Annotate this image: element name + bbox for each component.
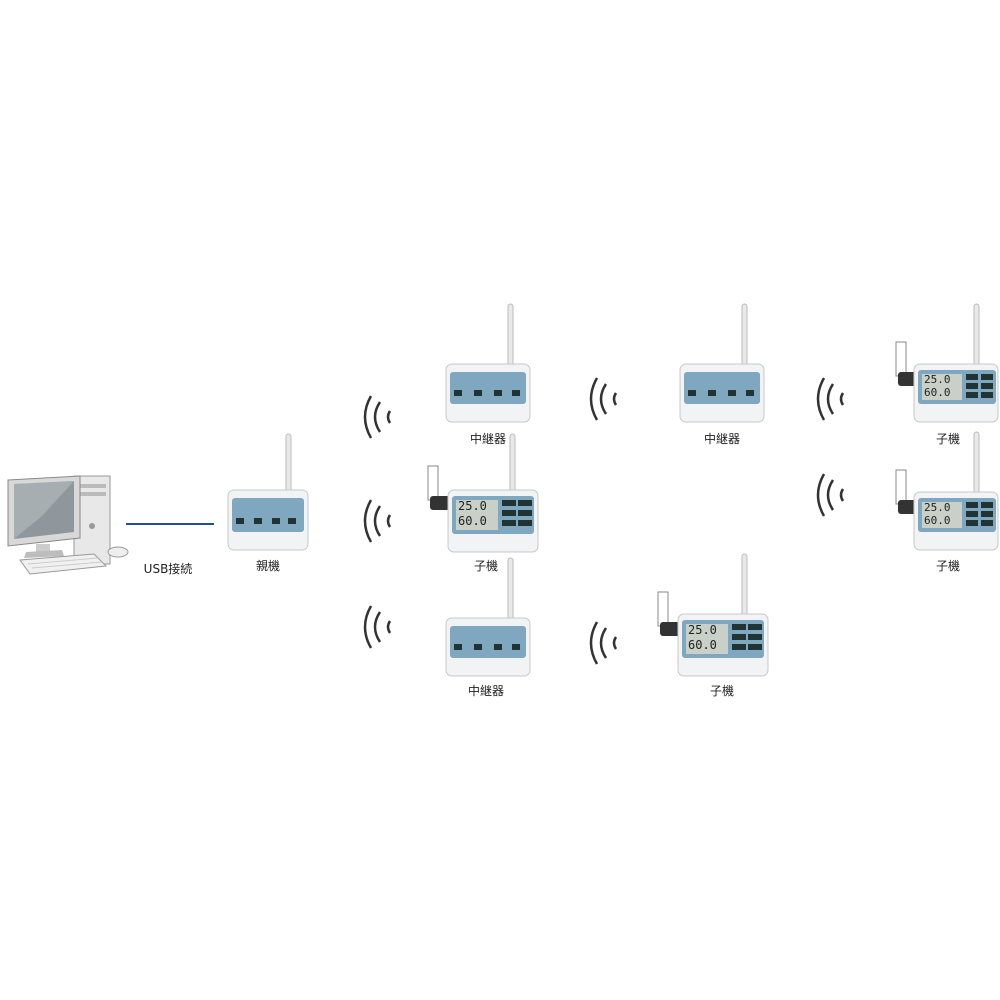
repeater-unit bbox=[442, 302, 534, 426]
repeater-unit bbox=[676, 302, 768, 426]
lcd-temperature: 25.0 bbox=[924, 373, 951, 386]
lcd-temperature: 25.0 bbox=[924, 501, 951, 514]
lcd-humidity: 60.0 bbox=[924, 514, 951, 527]
repeater-label: 中継器 bbox=[703, 432, 740, 446]
usb-connection-label: USB接続 bbox=[143, 562, 193, 576]
wireless-signal-icon bbox=[362, 604, 396, 650]
wireless-signal-icon bbox=[362, 394, 396, 440]
parent-unit-label: 親機 bbox=[255, 559, 280, 573]
lcd-humidity: 60.0 bbox=[924, 386, 951, 399]
usb-cable-line bbox=[126, 523, 214, 525]
wireless-signal-icon bbox=[588, 620, 622, 666]
wireless-signal-icon bbox=[588, 376, 622, 422]
lcd-temperature: 25.0 bbox=[458, 499, 487, 513]
child-unit: 25.0 60.0 bbox=[420, 430, 540, 554]
desktop-computer bbox=[2, 466, 132, 586]
child-unit: 25.0 60.0 bbox=[650, 552, 770, 680]
child-label: 子機 bbox=[473, 559, 498, 573]
lcd-humidity: 60.0 bbox=[458, 514, 487, 528]
desktop-computer-icon bbox=[7, 475, 129, 575]
child-label: 子機 bbox=[935, 559, 960, 573]
repeater-unit bbox=[442, 556, 534, 680]
repeater-label: 中継器 bbox=[467, 684, 504, 698]
child-label: 子機 bbox=[935, 432, 960, 446]
parent-unit bbox=[222, 430, 314, 554]
repeater-label: 中継器 bbox=[469, 432, 506, 446]
lcd-humidity: 60.0 bbox=[688, 638, 717, 652]
wireless-signal-icon bbox=[815, 472, 849, 518]
wireless-signal-icon bbox=[362, 498, 396, 544]
lcd-temperature: 25.0 bbox=[688, 623, 717, 637]
wireless-signal-icon bbox=[815, 376, 849, 422]
child-unit: 25.0 60.0 bbox=[888, 430, 1000, 554]
child-unit: 25.0 60.0 bbox=[888, 302, 1000, 426]
child-label: 子機 bbox=[709, 684, 734, 698]
